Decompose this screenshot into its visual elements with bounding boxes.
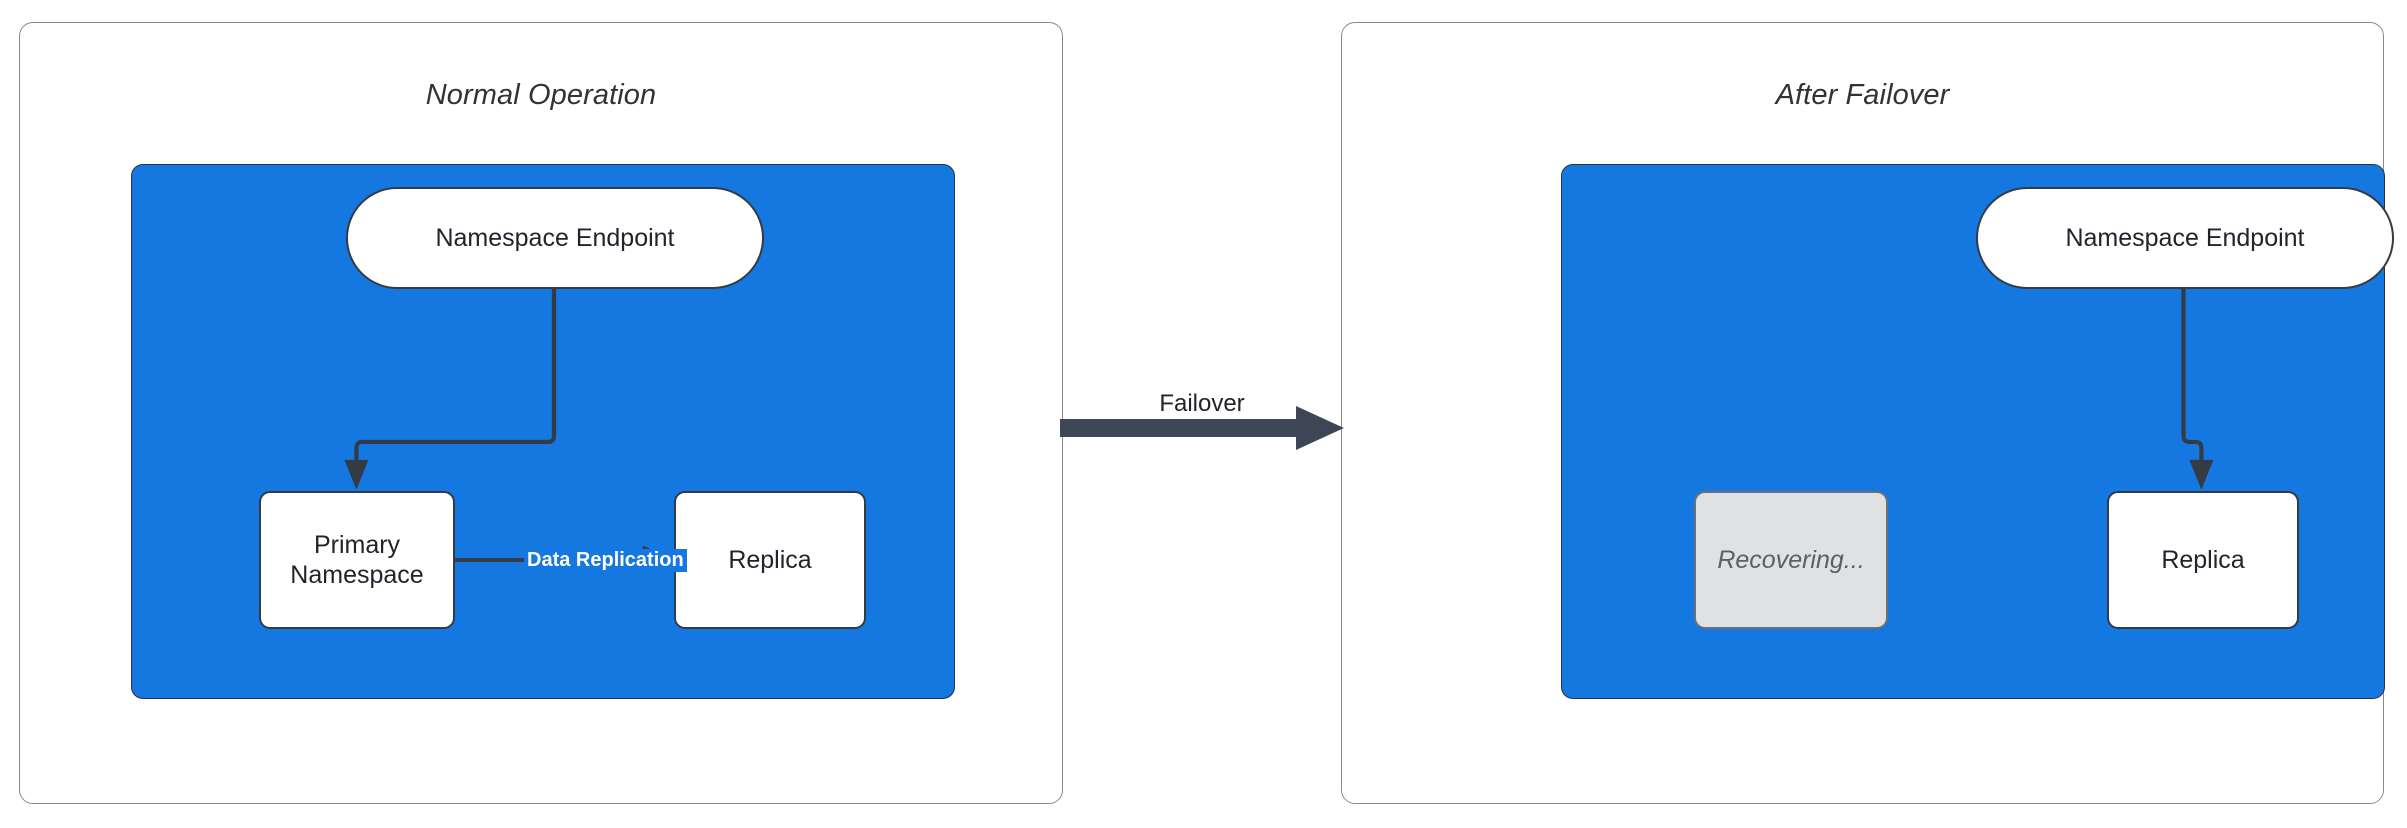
node-namespace-endpoint[interactable]: Namespace Endpoint: [346, 187, 764, 289]
panel-normal-operation: Normal Operation Data Replication Namesp…: [19, 22, 1063, 804]
blue-region-failover: Namespace Endpoint Recovering... Replica: [1561, 164, 2394, 699]
node-replica[interactable]: Replica: [674, 491, 866, 629]
transition-label-failover: Failover: [1159, 390, 1245, 417]
transition-arrow-failover: [1060, 400, 1344, 460]
node-primary-line-1: Primary: [313, 530, 401, 559]
edge-label-data-replication: Data Replication: [524, 549, 687, 572]
panel-title-after-failover: After Failover: [1775, 79, 1950, 111]
blue-region-normal: Data Replication Namespace Endpoint Prim…: [131, 164, 955, 699]
panel-title-normal-operation: Normal Operation: [425, 79, 657, 111]
node-recovering[interactable]: Recovering...: [1694, 491, 1888, 629]
failover-arrow-icon: [1060, 406, 1344, 450]
node-replica[interactable]: Replica: [2107, 491, 2299, 629]
panel-after-failover: After Failover Namespace Endpoint Recove…: [1341, 22, 2394, 804]
node-primary-namespace-label: Primary Namespace: [290, 530, 423, 591]
node-namespace-endpoint[interactable]: Namespace Endpoint: [1976, 187, 2394, 289]
replication-line-left: [455, 558, 529, 562]
node-primary-line-2: Namespace: [290, 561, 424, 589]
node-primary-namespace[interactable]: Primary Namespace: [259, 491, 455, 629]
